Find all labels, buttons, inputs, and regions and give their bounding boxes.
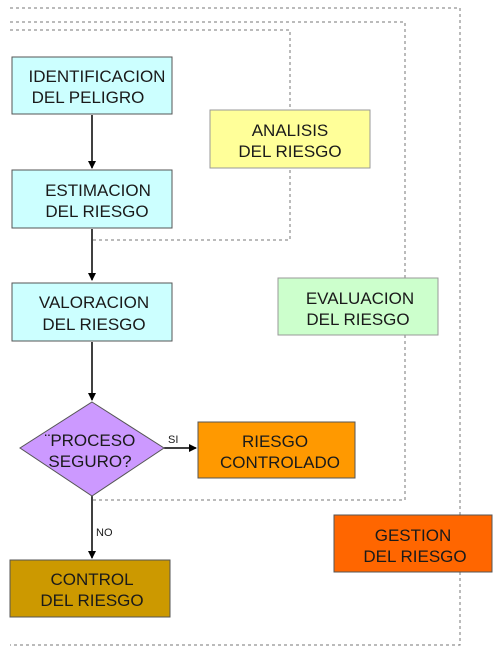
edge-label-si: SI bbox=[168, 434, 178, 446]
node-gestion-del-riesgo: GESTION DEL RIESGO bbox=[333, 514, 493, 573]
node-shape bbox=[11, 56, 173, 115]
decision-label-line-2: SEGURO? bbox=[48, 452, 131, 471]
node-shape bbox=[9, 559, 171, 618]
node-shape bbox=[11, 282, 173, 342]
node-label-line-2: DEL RIESGO bbox=[238, 142, 341, 161]
node-label-line-2: DEL RIESGO bbox=[40, 591, 143, 610]
decision-proceso-seguro: ¨PROCESO SEGURO? bbox=[19, 401, 165, 497]
node-shape bbox=[277, 277, 439, 336]
node-valoracion-del-riesgo: VALORACION DEL RIESGO bbox=[11, 282, 173, 342]
node-label-line-1: GESTION bbox=[375, 526, 452, 545]
node-shape bbox=[333, 514, 493, 573]
node-evaluacion-del-riesgo: EVALUACION DEL RIESGO bbox=[277, 277, 439, 336]
node-label-line-2: DEL PELIGRO bbox=[32, 88, 145, 107]
node-riesgo-controlado: RIESGO CONTROLADO bbox=[197, 421, 356, 479]
node-label-line-1: EVALUACION bbox=[306, 289, 414, 308]
node-control-del-riesgo: CONTROL DEL RIESGO bbox=[9, 559, 171, 618]
node-estimacion-del-riesgo: ESTIMACION DEL RIESGO bbox=[11, 169, 173, 229]
node-label-line-2: DEL RIESGO bbox=[45, 202, 148, 221]
edge-label-no: NO bbox=[96, 527, 113, 539]
node-label-line-1: ANALISIS bbox=[252, 121, 329, 140]
node-label-line-2: DEL RIESGO bbox=[363, 547, 466, 566]
decision-shape bbox=[19, 401, 165, 497]
node-analisis-del-riesgo: ANALISIS DEL RIESGO bbox=[209, 109, 371, 169]
node-label-line-1: ESTIMACION bbox=[45, 181, 151, 200]
node-label-line-2: CONTROLADO bbox=[220, 453, 340, 472]
node-shape bbox=[197, 421, 356, 479]
gestion-group-boundary bbox=[10, 7, 461, 646]
node-identificacion-del-peligro: IDENTIFICACION DEL PELIGRO bbox=[11, 56, 173, 115]
node-label-line-1: VALORACION bbox=[39, 293, 149, 312]
node-label-line-2: DEL RIESGO bbox=[42, 315, 145, 334]
node-shape bbox=[11, 169, 173, 229]
decision-label-line-1: ¨PROCESO bbox=[45, 431, 136, 450]
node-label-line-2: DEL RIESGO bbox=[306, 310, 409, 329]
node-label-line-1: RIESGO bbox=[242, 432, 308, 451]
node-label-line-1: CONTROL bbox=[50, 570, 133, 589]
node-label-line-1: IDENTIFICACION bbox=[29, 67, 166, 86]
node-shape bbox=[209, 109, 371, 169]
